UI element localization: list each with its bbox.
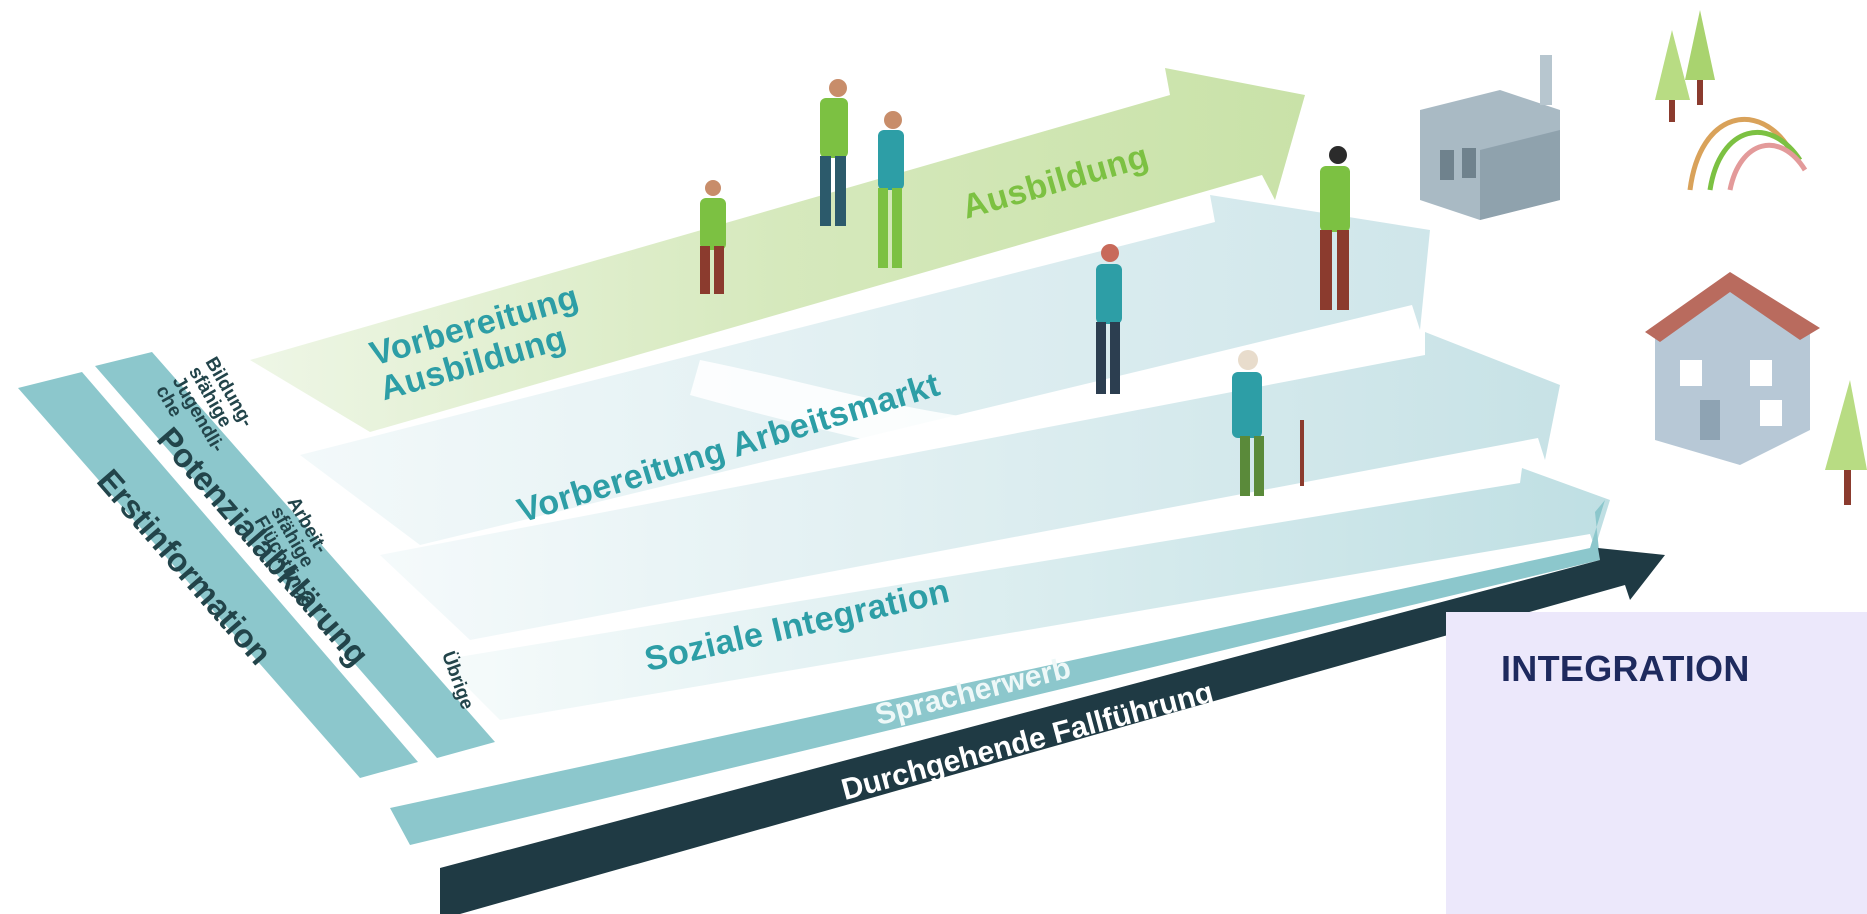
person-figure: [820, 79, 848, 226]
band-spracherwerb: [390, 500, 1605, 845]
person-figure: [700, 180, 726, 294]
person-figure: [1320, 146, 1350, 310]
band-erstinformation: [18, 372, 418, 778]
arrow-soziale-integration: [440, 468, 1610, 720]
integration-card-title: INTEGRATION: [1501, 648, 1750, 689]
tree-icon: [1825, 380, 1867, 505]
arrow-transition-1: [690, 360, 1010, 470]
playground-climbing-frame: [1687, 116, 1808, 191]
house-building: [1645, 272, 1820, 465]
person-figure: [878, 111, 904, 268]
band-fallfuehrung: [440, 548, 1665, 914]
arrow-ausbildung: [250, 68, 1305, 432]
tree-icon: [1655, 30, 1690, 122]
person-figure: [1232, 350, 1304, 496]
arrow-vorbereitung-arbeitsmarkt: [300, 195, 1430, 545]
tree-icon: [1685, 10, 1715, 105]
factory-building: [1420, 55, 1560, 220]
person-figure: [1096, 244, 1122, 394]
integration-card: INTEGRATION: [1446, 612, 1867, 914]
band-potenzialabklaerung: [95, 352, 495, 758]
arrow-third-track: [380, 332, 1560, 640]
